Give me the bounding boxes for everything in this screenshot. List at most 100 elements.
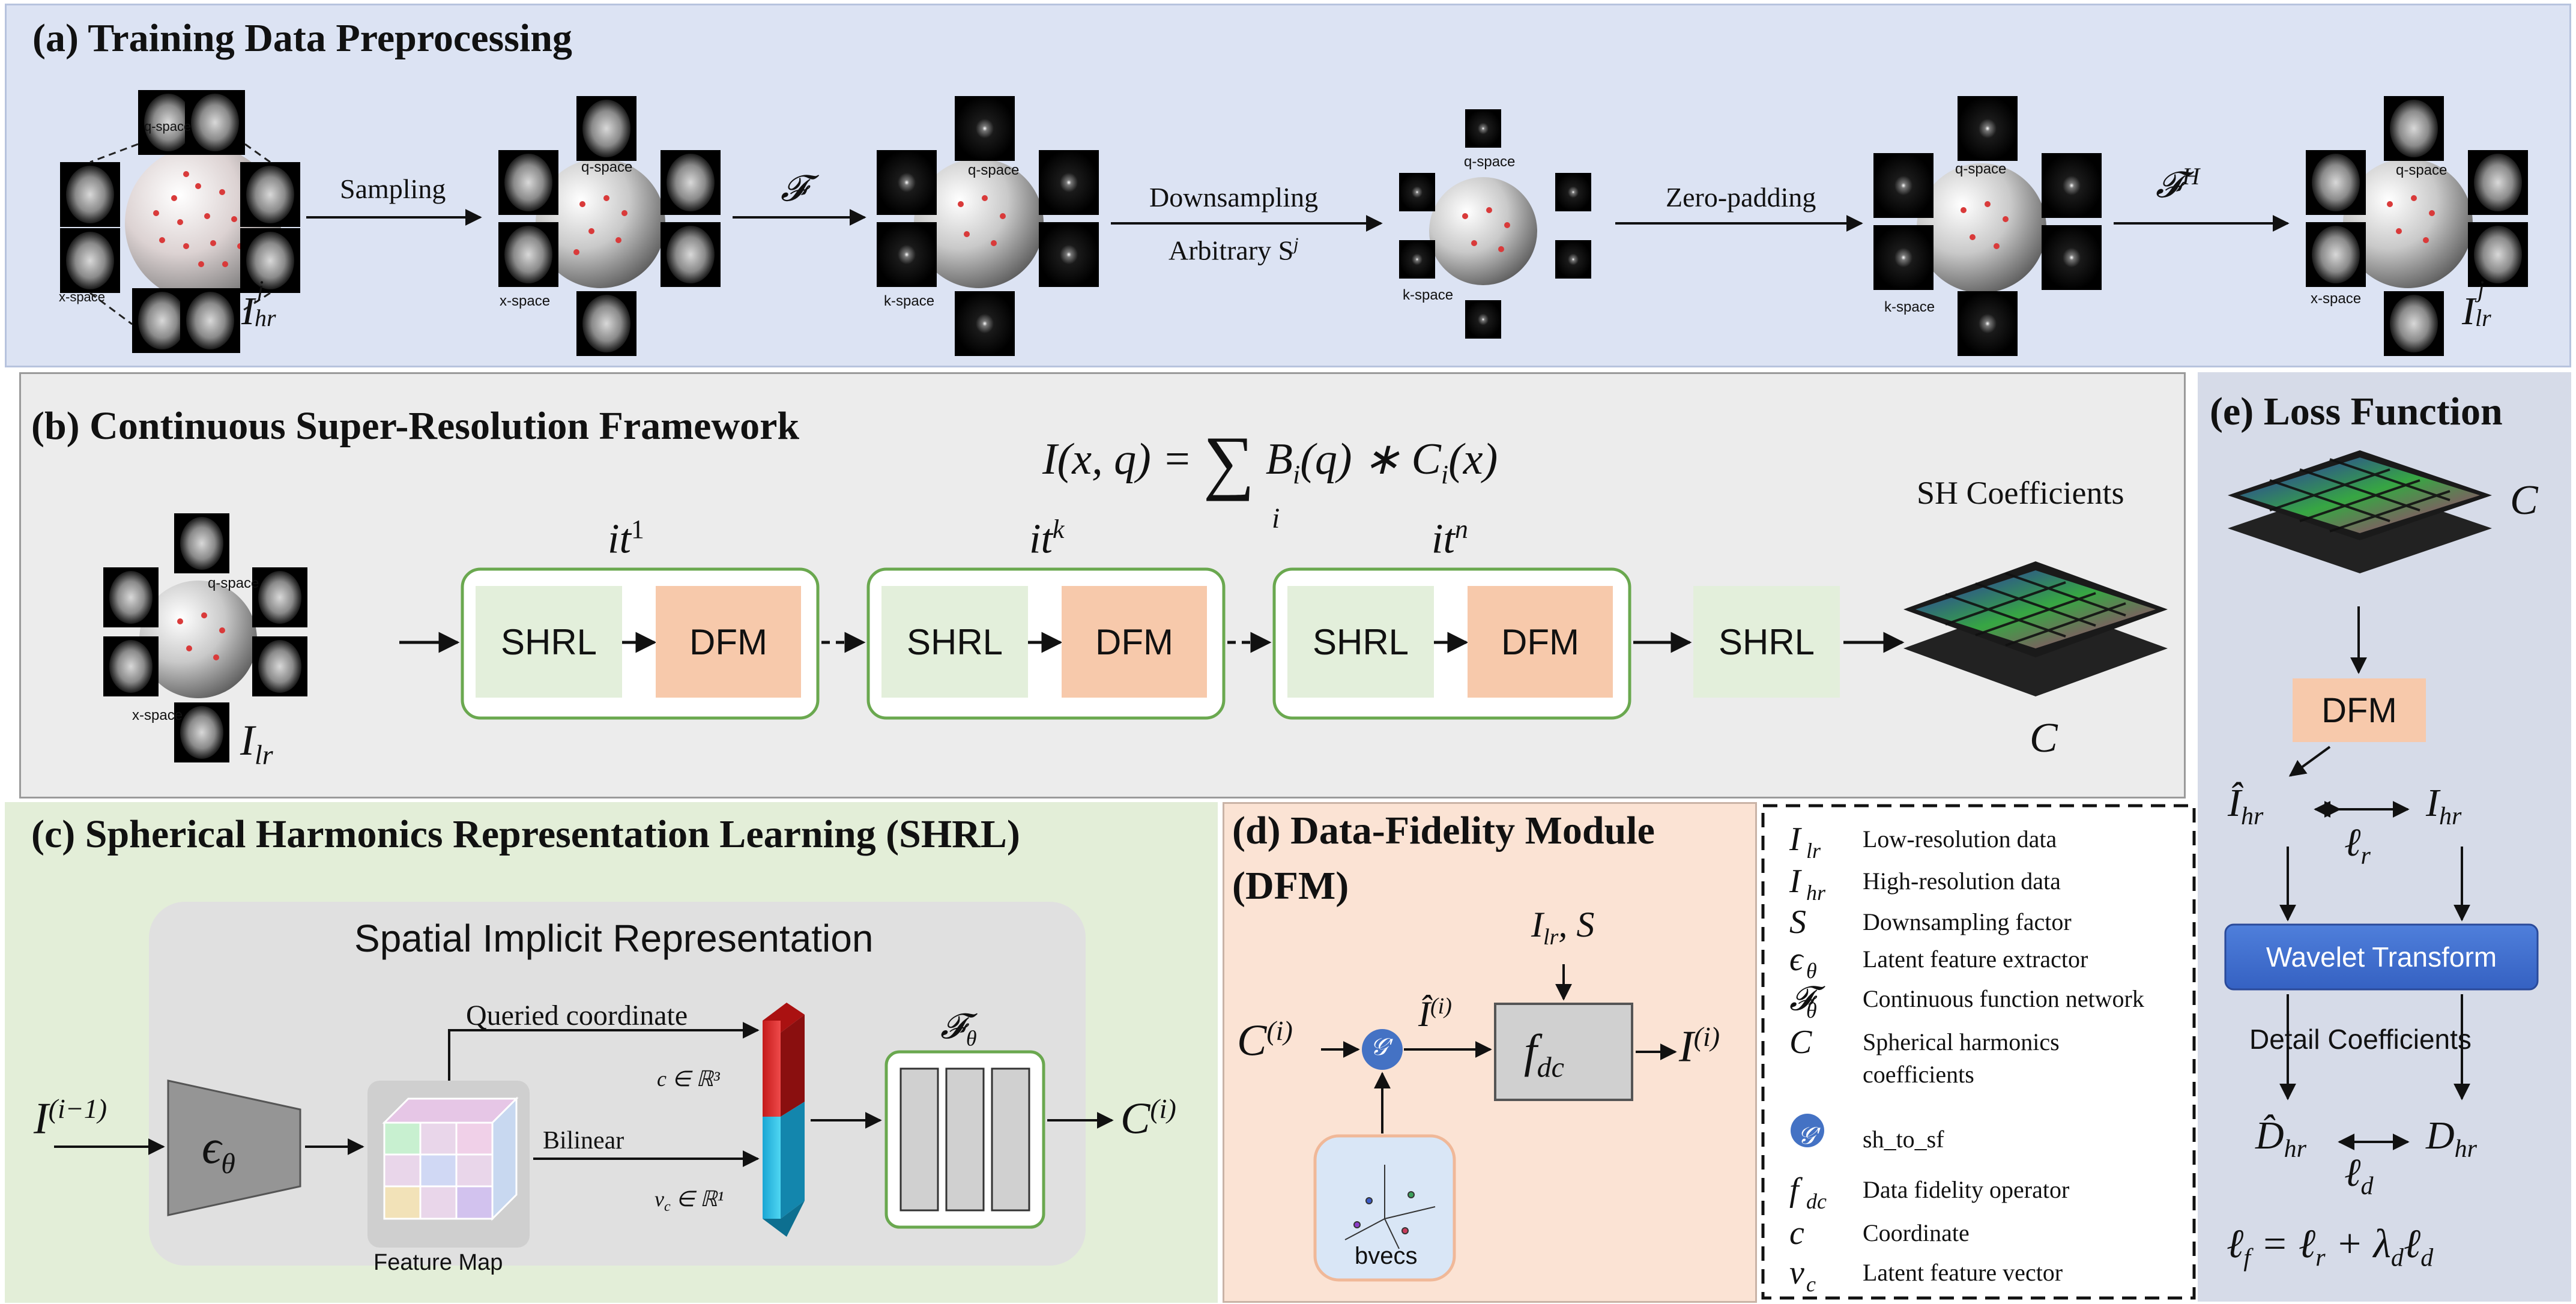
loss-equation: ℓf = ℓr + λdℓd bbox=[2227, 1220, 2433, 1273]
panel-d-title-line1: (d) Data-Fidelity Module bbox=[1232, 809, 1655, 853]
panel-training-data-preprocessing bbox=[5, 4, 2571, 367]
loss-d: ℓ bbox=[2403, 1221, 2421, 1266]
e-arrows bbox=[2279, 606, 2470, 1150]
a1-x-space-label: x-space bbox=[59, 289, 106, 304]
d-input-label: C(i) bbox=[1237, 1015, 1293, 1067]
e-i-hr-text: I bbox=[2426, 781, 2439, 825]
feature-map-label: Feature Map bbox=[373, 1250, 503, 1275]
panel-a-title: (a) Training Data Preprocessing bbox=[32, 16, 572, 60]
e-d-hr-text: D bbox=[2426, 1114, 2455, 1158]
equation-lhs: I(x, q) = bbox=[1042, 435, 1193, 484]
a4-k-space-label: k-space bbox=[1403, 287, 1454, 303]
legend-symbol: C bbox=[1789, 1024, 1812, 1061]
legend-description: Continuous function network bbox=[1863, 985, 2144, 1012]
e-d-hr: Dhr bbox=[2426, 1113, 2477, 1164]
legend-row: C Spherical harmonics bbox=[1777, 1023, 2186, 1061]
i-hr-j-sub: hr bbox=[254, 304, 276, 331]
i-lr-s-text: I bbox=[1531, 905, 1543, 944]
i-lr-s-sub: lr bbox=[1543, 925, 1559, 950]
f-dc-sub: dc bbox=[1537, 1051, 1564, 1084]
arbitrary-s-label: Arbitrary Sj bbox=[1169, 234, 1299, 266]
legend-symbol: v bbox=[1789, 1254, 1804, 1291]
c-output-sup: (i) bbox=[1150, 1093, 1176, 1124]
c-input-text: I bbox=[34, 1094, 49, 1144]
equation-sum: ∑ bbox=[1203, 421, 1255, 501]
vc-text: v bbox=[655, 1187, 664, 1211]
a-group3-kspace-cluster bbox=[877, 96, 1099, 356]
legend-description: Latent feature vector bbox=[1863, 1259, 2063, 1286]
legend-symbol-sub: lr bbox=[1806, 839, 1821, 863]
g-prime-node bbox=[1362, 1029, 1403, 1070]
panel-e-title: (e) Loss Function bbox=[2210, 390, 2503, 433]
f-dc-label: fdc bbox=[1524, 1024, 1564, 1084]
loss-c-sub: d bbox=[2390, 1244, 2404, 1272]
a5-k-space-label: k-space bbox=[1884, 299, 1935, 315]
queried-coordinate-label: Queried coordinate bbox=[466, 1000, 688, 1031]
e-d-hat-hr: D̂hr bbox=[2255, 1113, 2306, 1164]
b-c-label: C bbox=[2030, 715, 2058, 761]
fourier-h-label: 𝓕H bbox=[2156, 162, 2200, 206]
a6-x-space-label: x-space bbox=[2311, 291, 2362, 307]
d-arrows bbox=[1321, 964, 1677, 1133]
d-output-label: I(i) bbox=[1679, 1021, 1720, 1073]
shrl-block-final: SHRL bbox=[1693, 586, 1840, 698]
i-hat-sup: (i) bbox=[1430, 994, 1452, 1019]
legend-description: Coordinate bbox=[1863, 1219, 1970, 1246]
b-i-lr-sub: lr bbox=[254, 739, 273, 770]
legend-g-prime-node bbox=[1791, 1114, 1824, 1147]
c-output-text: C bbox=[1120, 1094, 1150, 1144]
loss-c: + λ bbox=[2325, 1221, 2391, 1266]
a-arrows bbox=[306, 209, 2290, 232]
legend-description: Spherical harmonics bbox=[1863, 1028, 2060, 1055]
a3-k-space-label: k-space bbox=[884, 293, 935, 309]
i-hr-j-label: I j hr bbox=[241, 276, 291, 334]
i-hr-j-text: I bbox=[241, 289, 255, 333]
e-l-d-sub: d bbox=[2360, 1173, 2374, 1201]
bvecs-axes-icon bbox=[1344, 1165, 1436, 1249]
legend-description: Data fidelity operator bbox=[1863, 1176, 2070, 1203]
a1-q-space-label: q-space bbox=[144, 119, 192, 134]
b-x-space-label: x-space bbox=[132, 707, 183, 723]
itk-text: it bbox=[1029, 516, 1053, 563]
itn-text: it bbox=[1432, 516, 1455, 563]
dfm-block-k: DFM bbox=[1062, 586, 1207, 698]
encoder-sub: θ bbox=[221, 1148, 235, 1180]
i-lr-j-sup: j bbox=[2477, 276, 2485, 303]
loss-a: ℓ bbox=[2227, 1221, 2244, 1266]
i-lr-j-sub: lr bbox=[2475, 304, 2491, 331]
b-q-space-label: q-space bbox=[208, 575, 259, 591]
e-d-hr-sub: hr bbox=[2454, 1135, 2478, 1164]
d-input-text: C bbox=[1237, 1016, 1267, 1066]
sh-coefficients-label: SH Coefficients bbox=[1917, 475, 2124, 511]
sir-title: Spatial Implicit Representation bbox=[354, 917, 874, 960]
d-input-sup: (i) bbox=[1266, 1015, 1293, 1046]
equation-q: (q) ∗ C bbox=[1300, 435, 1441, 484]
shrl-block-k: SHRL bbox=[881, 586, 1028, 698]
encoder-label: ϵθ bbox=[202, 1120, 235, 1180]
vc-sub: c bbox=[664, 1199, 671, 1215]
sampling-label: Sampling bbox=[340, 174, 446, 204]
equation-b-sub: i bbox=[1292, 459, 1301, 489]
legend-row: c Coordinate bbox=[1777, 1214, 2186, 1252]
legend-box bbox=[1761, 804, 2196, 1300]
legend-symbol: c bbox=[1789, 1215, 1804, 1252]
legend-symbol: 𝓕 bbox=[1789, 980, 1815, 1018]
encoder-trapezoid bbox=[167, 1079, 301, 1216]
b-equation: I(x, q) = ∑ Bi(q) ∗ Ci(x) bbox=[1042, 420, 1498, 503]
shrl-block-1: SHRL bbox=[476, 586, 622, 698]
c-in-r3-label: c ∈ ℝ³ bbox=[657, 1067, 720, 1091]
legend-row: coefficients bbox=[1777, 1055, 2186, 1091]
d-output-sup: (i) bbox=[1693, 1021, 1720, 1052]
legend-description: sh_to_sf bbox=[1863, 1126, 1944, 1153]
itn-sup: n bbox=[1454, 515, 1468, 544]
a5-q-space-label: q-space bbox=[1955, 161, 2007, 177]
i-hat-label: Î(i) bbox=[1418, 993, 1452, 1035]
f-theta-label: 𝓕θ bbox=[940, 1006, 977, 1051]
legend-symbol: I bbox=[1789, 821, 1801, 858]
wavelet-transform-box bbox=[2224, 923, 2539, 991]
panel-c-title: (c) Spherical Harmonics Representation L… bbox=[31, 812, 1020, 856]
a2-x-space-label: x-space bbox=[500, 293, 551, 309]
legend-symbol-sub: θ bbox=[1806, 959, 1817, 983]
